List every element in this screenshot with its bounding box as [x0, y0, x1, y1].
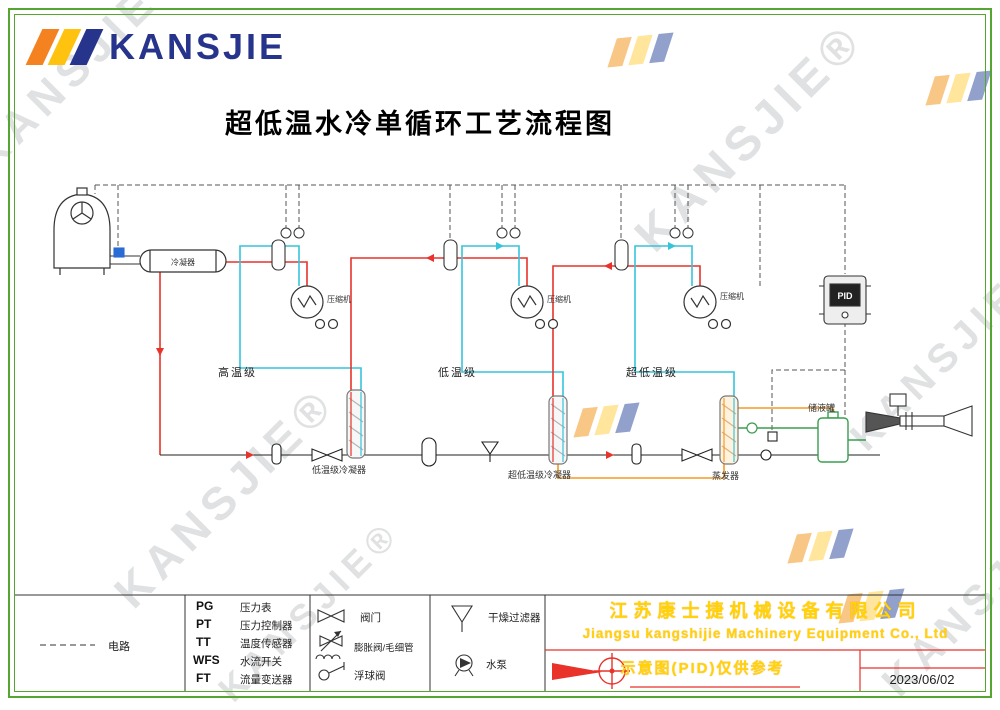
page-title: 超低温水冷单循环工艺流程图 [225, 109, 615, 139]
spray-pump-assembly [865, 393, 973, 437]
compressor-1-label: 压缩机 [327, 295, 351, 304]
legend-grid [14, 594, 986, 692]
pressure-gauges [280, 227, 694, 239]
water-line [160, 431, 880, 467]
heat-exchanger-ult-condenser [548, 395, 568, 465]
instrument-label: 压力表 [240, 602, 272, 614]
instrument-code: PG [196, 599, 214, 613]
lt-condenser-label: 低温级冷凝器 [312, 465, 367, 475]
valve-symbol [317, 609, 333, 623]
logo: KANSJIE [25, 26, 287, 68]
legend-symbols [40, 605, 474, 681]
expansion-valve-label: 膨胀阀/毛细管 [354, 643, 414, 654]
valve-label: 阀门 [360, 612, 381, 624]
instrument-label: 温度传感器 [240, 638, 293, 650]
circuit-label: 电路 [108, 641, 130, 653]
condenser-label: 冷凝器 [171, 258, 195, 267]
instrument-code: PT [196, 617, 212, 631]
instrument-code: FT [196, 671, 211, 685]
instrument-code: TT [196, 635, 211, 649]
pid-screen-text: PID [837, 291, 853, 301]
ult-condenser-label: 超低温级冷凝器 [508, 470, 572, 480]
evaporator-label: 蒸发器 [712, 471, 740, 481]
water-pump-label: 水泵 [486, 659, 507, 671]
pid-reference-note: 示意图(PID)仅供参考 [620, 660, 785, 677]
titleblock-grid [545, 649, 986, 692]
cooling-tower [53, 187, 111, 275]
capillary-symbol [315, 654, 341, 660]
compressor-3-label: 压缩机 [720, 292, 744, 301]
instrument-label: 压力控制器 [240, 620, 293, 632]
expansion-valve-symbol [319, 635, 333, 647]
condenser [139, 249, 227, 273]
heat-exchanger-lt-condenser [346, 389, 366, 459]
compressor-1 [290, 285, 339, 330]
tower-condenser-pipes [110, 247, 140, 265]
company-name-cn: 江苏康士捷机械设备有限公司 [609, 601, 922, 621]
compressor-3 [683, 285, 732, 330]
compressor-2-label: 压缩机 [547, 295, 571, 304]
liquid-loop-components [746, 422, 758, 434]
drawing-date: 2023/06/02 [889, 672, 955, 687]
float-valve-symbol [318, 669, 330, 681]
instrument-label: 流量变送器 [240, 674, 293, 686]
stage-low-label: 低温级 [438, 367, 477, 379]
logo-text: KANSJIE [109, 26, 287, 67]
dry-filter-label: 干燥过滤器 [488, 612, 541, 624]
pid-display: PID [819, 275, 871, 325]
receiver-label: 储液罐 [808, 403, 836, 413]
instrument-code: WFS [193, 653, 220, 667]
stage-ultra-label: 超低温级 [626, 367, 678, 379]
control-bus [94, 184, 846, 432]
logo-stripes-icon [25, 29, 104, 65]
dry-filter-symbol [451, 605, 473, 624]
heat-exchanger-evaporator [719, 395, 739, 465]
instrument-label: 水流开关 [240, 656, 282, 668]
suction-accumulators [271, 239, 629, 271]
receiver-tank [817, 411, 849, 463]
compressor-2 [510, 285, 559, 330]
company-name-en: Jiangsu kangshijie Machinery Equipment C… [582, 626, 949, 641]
compass-logo [552, 653, 630, 689]
stage-high-label: 高温级 [218, 367, 257, 379]
float-valve-label: 浮球阀 [354, 670, 386, 682]
